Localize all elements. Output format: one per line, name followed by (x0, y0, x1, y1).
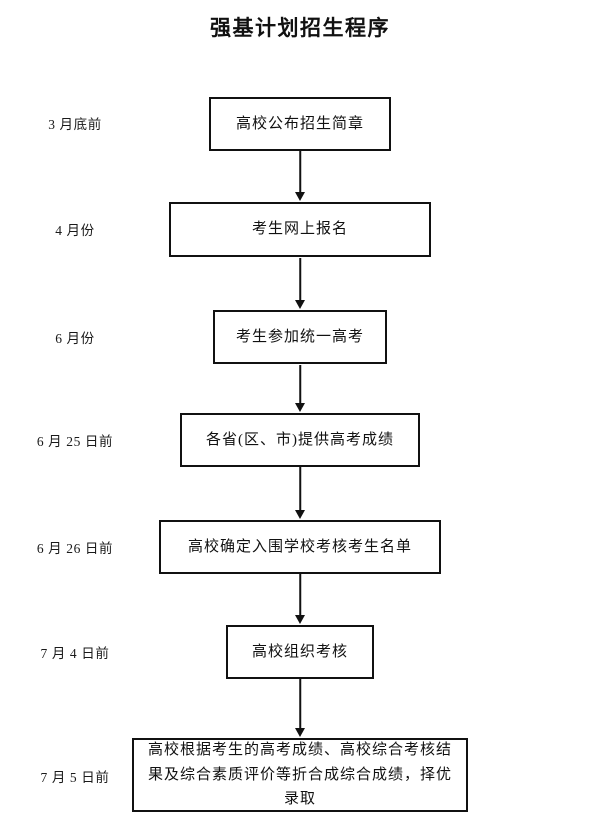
stage-box-1[interactable]: 高校公布招生简章 (209, 97, 391, 151)
arrow-shaft (299, 151, 301, 192)
arrow-head-icon (295, 615, 305, 624)
arrow-3-to-4 (293, 365, 307, 412)
stage-box-text-6: 高校组织考核 (251, 643, 348, 660)
stage-box-text-3: 考生参加统一高考 (235, 328, 364, 345)
arrow-4-to-5 (293, 467, 307, 519)
arrow-head-icon (295, 300, 305, 309)
stage-box-3[interactable]: 考生参加统一高考 (213, 310, 387, 364)
arrow-head-icon (295, 403, 305, 412)
stage-label-6: 7 月 4 日前 (40, 646, 110, 661)
stage-label-3: 6 月份 (55, 331, 95, 346)
arrow-shaft (299, 467, 301, 510)
stage-box-6[interactable]: 高校组织考核 (226, 625, 374, 679)
arrow-head-icon (295, 192, 305, 201)
stage-box-text-5: 高校确定入围学校考核考生名单 (187, 538, 412, 555)
arrow-2-to-3 (293, 258, 307, 309)
arrow-shaft (299, 679, 301, 728)
page-title: 强基计划招生程序 (210, 17, 390, 40)
stage-box-text-7: 高校根据考生的高考成绩、高校综合考核结果及综合素质评价等折合成综合成绩，择优录取 (147, 741, 452, 808)
arrow-shaft (299, 365, 301, 403)
stage-label-5: 6 月 26 日前 (36, 541, 114, 556)
stage-box-5[interactable]: 高校确定入围学校考核考生名单 (159, 520, 441, 574)
stage-label-2: 4 月份 (55, 223, 95, 238)
arrow-6-to-7 (293, 679, 307, 737)
stage-label-7: 7 月 5 日前 (40, 770, 110, 785)
arrow-1-to-2 (293, 151, 307, 201)
stage-box-4[interactable]: 各省(区、市)提供高考成绩 (180, 413, 420, 467)
arrow-5-to-6 (293, 574, 307, 624)
stage-label-4: 6 月 25 日前 (36, 434, 114, 449)
arrow-shaft (299, 574, 301, 615)
stage-label-1: 3 月底前 (48, 117, 102, 132)
stage-box-text-1: 高校公布招生简章 (235, 115, 364, 132)
arrow-head-icon (295, 510, 305, 519)
arrow-head-icon (295, 728, 305, 737)
arrow-shaft (299, 258, 301, 300)
stage-box-7[interactable]: 高校根据考生的高考成绩、高校综合考核结果及综合素质评价等折合成综合成绩，择优录取 (132, 738, 468, 812)
stage-box-2[interactable]: 考生网上报名 (169, 202, 431, 257)
stage-box-text-4: 各省(区、市)提供高考成绩 (206, 431, 394, 448)
stage-box-text-2: 考生网上报名 (251, 221, 348, 238)
